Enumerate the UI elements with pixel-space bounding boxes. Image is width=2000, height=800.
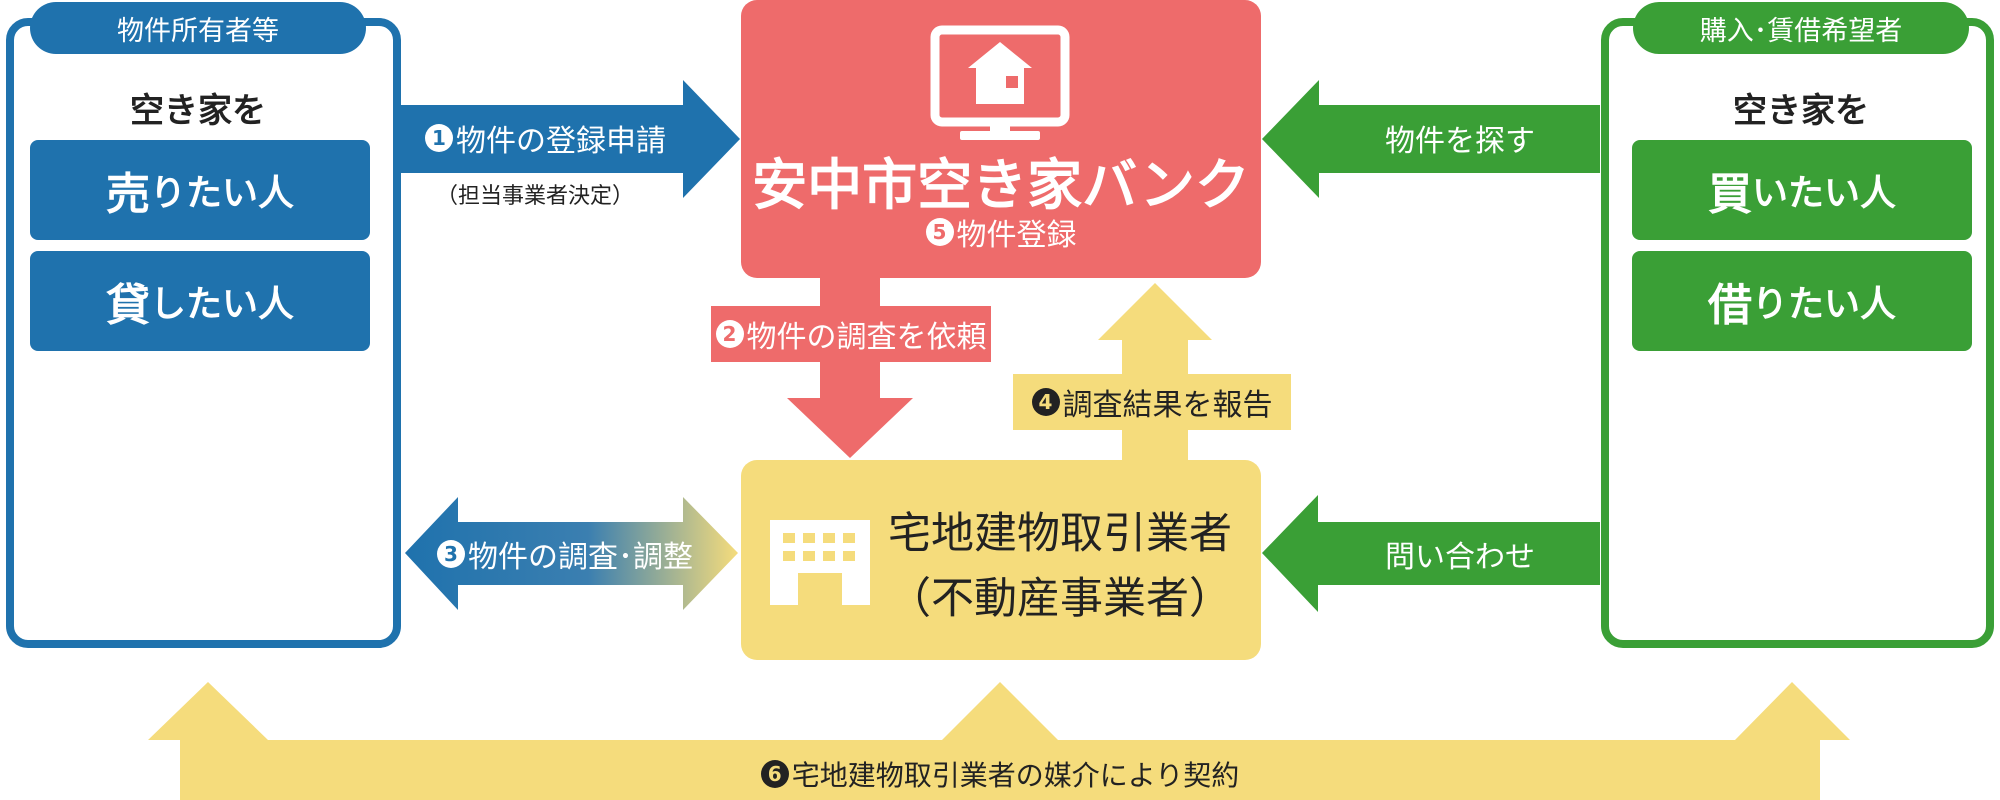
akiya-bank-title: 安中市空き家バンク: [752, 153, 1250, 217]
buyer-heading: 空き家を: [1733, 90, 1869, 131]
role-buy-text: いたい人: [1751, 173, 1896, 214]
role-buy: 買いたい人: [1632, 140, 1972, 240]
role-lend-text: したい人: [149, 284, 294, 325]
arrow-survey-request: [787, 276, 913, 458]
role-rent-kanji: 借: [1707, 280, 1752, 331]
inquiry-label: 問い合わせ: [1385, 540, 1535, 575]
house-monitor-icon: [930, 25, 1070, 140]
buyer-tab: 購入･賃借希望者: [1633, 2, 1969, 54]
arrow-inquiry: [1262, 495, 1600, 612]
role-lend-kanji: 貸: [105, 280, 150, 331]
owner-heading: 空き家を: [130, 90, 266, 131]
step5-text: 物件登録: [956, 218, 1077, 253]
arrow-search: [1262, 80, 1600, 198]
step2-number: 2: [715, 320, 744, 348]
step5-number: 5: [925, 218, 954, 246]
arrow-contract: [148, 682, 1850, 800]
role-rent: 借りたい人: [1632, 251, 1972, 351]
role-rent-text: りたい人: [1751, 284, 1896, 325]
role-sell-kanji: 売: [105, 169, 150, 220]
office-building-icon: [770, 520, 870, 605]
step4-text: 調査結果を報告: [1062, 388, 1273, 423]
search-label: 物件を探す: [1385, 124, 1535, 159]
step1-number: 1: [425, 124, 453, 152]
step4-number: 4: [1031, 388, 1060, 416]
role-lend: 貸したい人: [30, 251, 370, 351]
role-sell-text: りたい人: [149, 173, 294, 214]
role-sell: 売りたい人: [30, 140, 370, 240]
agent-title: 宅地建物取引業者: [888, 509, 1232, 559]
arrow-registration-request: [400, 80, 740, 198]
step6-number: 6: [760, 760, 789, 788]
arrow-survey-report: [1098, 283, 1212, 460]
role-buy-kanji: 買: [1707, 169, 1752, 220]
arrow-survey-coordination: [405, 497, 738, 610]
agent-subtitle: （不動産事業者）: [888, 574, 1232, 624]
owner-tab: 物件所有者等: [30, 2, 366, 54]
step1-text: 物件の登録申請: [456, 124, 666, 159]
step2-text: 物件の調査を依頼: [746, 320, 987, 355]
step3-number: 3: [437, 540, 465, 568]
step6-text: 宅地建物取引業者の媒介により契約: [791, 759, 1240, 792]
step1-note: （担当事業者決定）: [436, 184, 635, 209]
step3-text: 物件の調査･調整: [468, 540, 693, 575]
